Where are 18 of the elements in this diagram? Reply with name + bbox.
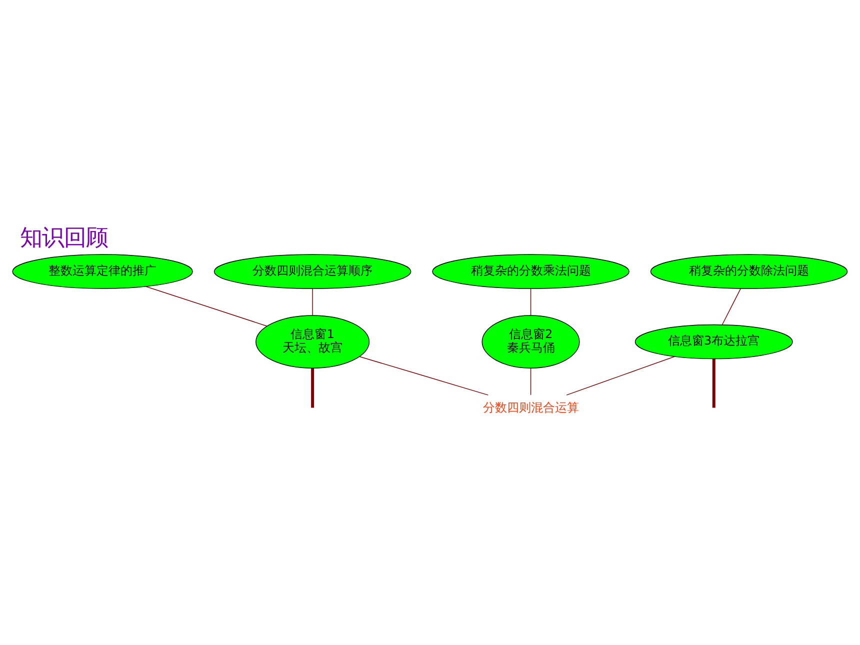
node-ellipse: 分数四则混合运算顺序 bbox=[214, 254, 412, 288]
node-ellipse: 整数运算定律的推广 bbox=[12, 254, 193, 288]
node-ellipse: 稍复杂的分数乘法问题 bbox=[432, 254, 630, 288]
connector bbox=[722, 288, 742, 325]
diagram-title: 知识回顾 bbox=[20, 224, 108, 250]
connector bbox=[530, 367, 532, 395]
connector bbox=[566, 356, 676, 395]
connector bbox=[359, 356, 489, 395]
node-ellipse: 信息窗1 天坛、故宫 bbox=[256, 314, 370, 368]
node-ellipse: 信息窗3布达拉宫 bbox=[634, 324, 793, 359]
node-text: 分数四则混合运算 bbox=[482, 400, 579, 414]
connector bbox=[712, 358, 716, 408]
node-ellipse: 稍复杂的分数除法问题 bbox=[650, 254, 848, 288]
connector bbox=[312, 288, 313, 316]
node-ellipse: 信息窗2 秦兵马俑 bbox=[482, 314, 580, 368]
connector bbox=[530, 288, 532, 316]
connector bbox=[311, 368, 314, 408]
connector bbox=[146, 286, 268, 326]
